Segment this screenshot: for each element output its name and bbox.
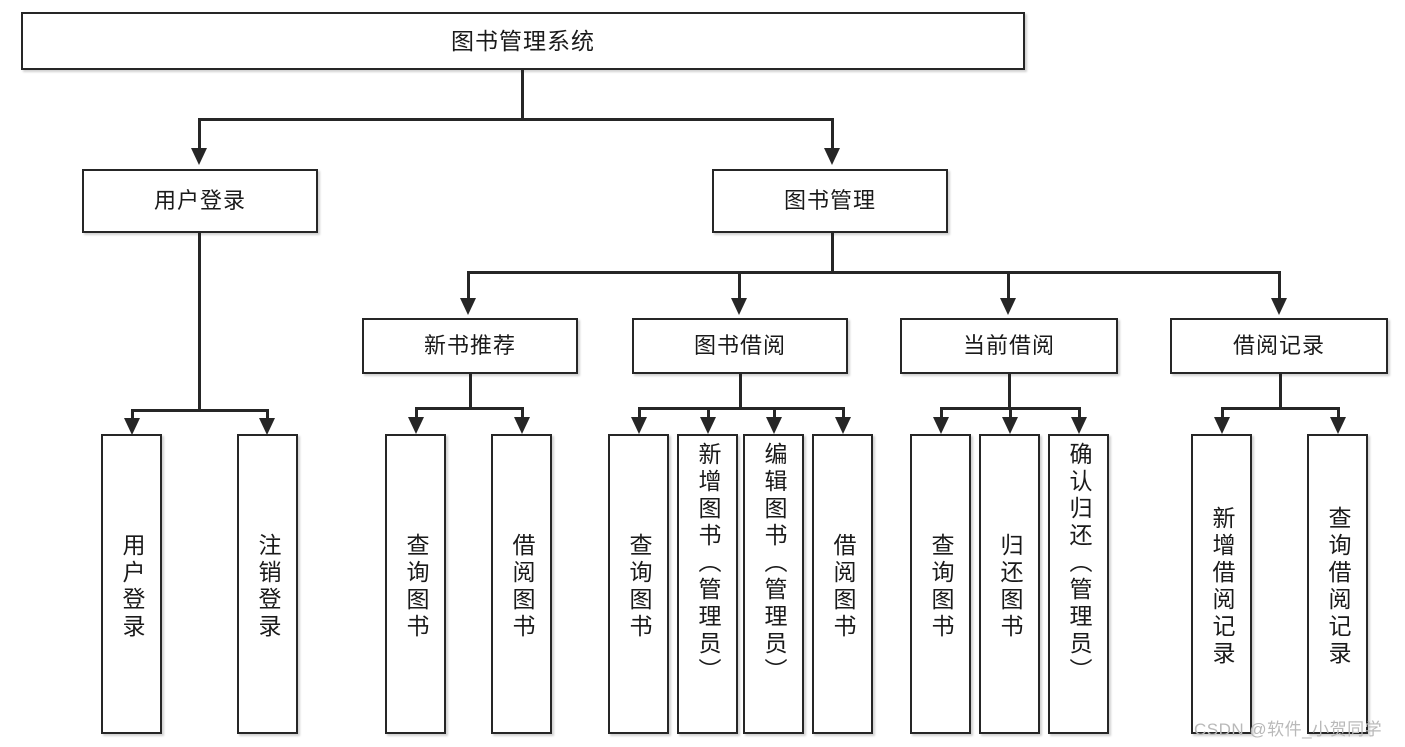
connector-bb-to-leaf-2 (707, 407, 710, 424)
node-borrow-record[interactable]: 借阅记录 (1170, 318, 1388, 374)
node-root-book-management-system[interactable]: 图书管理系统 (21, 12, 1025, 70)
arrowhead-bm-to-borrow-record (1271, 298, 1287, 315)
arrowhead-cb-to-leaf-1 (933, 417, 949, 434)
arrowhead-bm-to-book-borrow (731, 298, 747, 315)
connector-bb-to-leaf-1 (638, 407, 641, 424)
connector-book-management-bus (467, 271, 1281, 274)
connector-book-management-stem (831, 233, 834, 273)
connector-borrow-record-bus (1221, 407, 1339, 410)
node-label: 新书推荐 (423, 333, 516, 359)
node-user-login[interactable]: 用户登录 (82, 169, 318, 233)
connector-user-login-stem (198, 233, 201, 411)
connector-cb-to-leaf-3 (1078, 407, 1081, 424)
leaf-new-book-query-books[interactable]: 查询图书 (385, 434, 446, 734)
connector-root-bus (198, 118, 834, 121)
connector-br-to-leaf-2 (1337, 407, 1340, 424)
node-label: 新增借阅记录 (1209, 506, 1235, 668)
connector-current-borrow-stem (1008, 374, 1011, 409)
connector-book-borrow-stem (739, 374, 742, 409)
connector-root-to-book-management (831, 118, 834, 150)
arrowhead-bb-to-leaf-3 (766, 417, 782, 434)
node-label: 图书管理系统 (451, 27, 595, 54)
node-label: 当前借阅 (962, 333, 1055, 359)
arrowhead-br-to-leaf-1 (1214, 417, 1230, 434)
arrowhead-cb-to-leaf-3 (1071, 417, 1087, 434)
node-label: 编辑图书（管理员） (761, 442, 787, 685)
connector-bm-to-current-borrow (1007, 271, 1010, 301)
connector-cb-to-leaf-2 (1009, 407, 1012, 424)
node-label: 确认归还（管理员） (1066, 442, 1092, 685)
connector-bm-to-borrow-record (1278, 271, 1281, 301)
connector-cb-to-leaf-1 (940, 407, 943, 424)
arrowhead-cb-to-leaf-2 (1002, 417, 1018, 434)
leaf-current-borrow-return-books[interactable]: 归还图书 (979, 434, 1040, 734)
node-label: 归还图书 (997, 533, 1023, 641)
connector-root-to-user-login (198, 118, 201, 150)
leaf-new-book-borrow-books[interactable]: 借阅图书 (491, 434, 552, 734)
arrowhead-bb-to-leaf-2 (700, 417, 716, 434)
connector-borrow-record-stem (1279, 374, 1282, 409)
arrowhead-user-login-to-leaf-2 (259, 418, 275, 435)
node-book-borrow[interactable]: 图书借阅 (632, 318, 848, 374)
leaf-borrow-record-query-record[interactable]: 查询借阅记录 (1307, 434, 1368, 734)
leaf-borrow-record-add-record[interactable]: 新增借阅记录 (1191, 434, 1252, 734)
arrowhead-bb-to-leaf-4 (835, 417, 851, 434)
csdn-watermark: CSDN @软件_小贺同学 (1194, 720, 1383, 739)
connector-new-book-to-leaf-1 (415, 407, 418, 424)
arrowhead-new-book-to-leaf-2 (514, 417, 530, 434)
node-label: 图书管理 (783, 188, 876, 214)
node-label: 查询借阅记录 (1325, 506, 1351, 668)
connector-br-to-leaf-1 (1221, 407, 1224, 424)
leaf-book-borrow-borrow-books[interactable]: 借阅图书 (812, 434, 873, 734)
connector-root-stem (521, 70, 524, 120)
leaf-book-borrow-query-books[interactable]: 查询图书 (608, 434, 669, 734)
connector-bb-to-leaf-4 (842, 407, 845, 424)
node-label: 借阅图书 (830, 533, 856, 641)
node-book-management[interactable]: 图书管理 (712, 169, 948, 233)
node-label: 注销登录 (255, 533, 281, 641)
arrowhead-user-login-to-leaf-1 (124, 418, 140, 435)
node-new-book-recommend[interactable]: 新书推荐 (362, 318, 578, 374)
leaf-book-borrow-add-book-admin[interactable]: 新增图书（管理员） (677, 434, 738, 734)
node-label: 用户登录 (153, 188, 246, 214)
connector-new-book-to-leaf-2 (521, 407, 524, 424)
node-label: 查询图书 (403, 533, 429, 641)
node-label: 查询图书 (928, 533, 954, 641)
arrowhead-root-to-book-management (824, 148, 840, 165)
leaf-user-login-logout[interactable]: 注销登录 (237, 434, 298, 734)
leaf-user-login-login[interactable]: 用户登录 (101, 434, 162, 734)
connector-user-login-bus (131, 409, 268, 412)
node-label: 用户登录 (119, 533, 145, 641)
leaf-current-borrow-query-books[interactable]: 查询图书 (910, 434, 971, 734)
connector-new-book-bus (415, 407, 523, 410)
node-label: 借阅记录 (1232, 333, 1325, 359)
leaf-book-borrow-edit-book-admin[interactable]: 编辑图书（管理员） (743, 434, 804, 734)
connector-book-borrow-bus (638, 407, 844, 410)
arrowhead-bm-to-new-book (460, 298, 476, 315)
arrowhead-new-book-to-leaf-1 (408, 417, 424, 434)
leaf-current-borrow-confirm-return-admin[interactable]: 确认归还（管理员） (1048, 434, 1109, 734)
node-label: 查询图书 (626, 533, 652, 641)
node-label: 新增图书（管理员） (695, 442, 721, 685)
connector-bb-to-leaf-3 (773, 407, 776, 424)
connector-bm-to-book-borrow (738, 271, 741, 301)
arrowhead-br-to-leaf-2 (1330, 417, 1346, 434)
node-label: 借阅图书 (509, 533, 535, 641)
node-label: 图书借阅 (693, 333, 786, 359)
arrowhead-root-to-user-login (191, 148, 207, 165)
arrowhead-bb-to-leaf-1 (631, 417, 647, 434)
connector-bm-to-new-book (467, 271, 470, 301)
arrowhead-bm-to-current-borrow (1000, 298, 1016, 315)
node-current-borrow[interactable]: 当前借阅 (900, 318, 1118, 374)
connector-new-book-stem (469, 374, 472, 409)
